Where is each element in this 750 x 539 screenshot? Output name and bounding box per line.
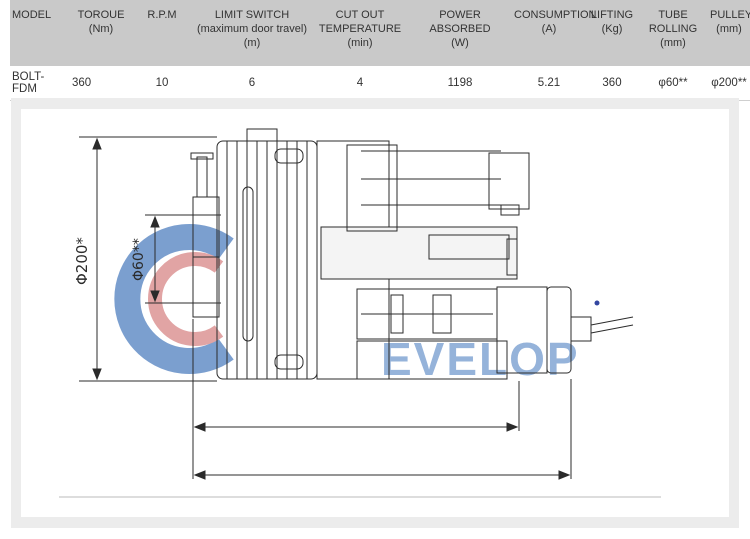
header-limit-switch: LIMIT SWITCH (maximum door travel) (m)	[192, 0, 312, 66]
adapter-stud	[196, 156, 208, 198]
header-model: MODEL	[10, 0, 70, 66]
cell-tube-rolling: φ60**	[638, 66, 708, 101]
cell-rpm: 10	[132, 66, 192, 101]
watermark-arc-blue	[114, 224, 234, 374]
header-consumption: CONSUMPTION (A)	[512, 0, 597, 66]
cell-lifting: 360	[586, 66, 638, 101]
motor-outline	[190, 128, 634, 380]
cell-pulley: φ200**	[708, 66, 750, 101]
cell-model: BOLT-FDM	[10, 66, 70, 101]
dimension-outer-label: Φ200*	[73, 237, 91, 285]
brake-housing	[346, 144, 398, 232]
brake-coil	[488, 152, 530, 210]
cell-consumption: 5.21	[512, 66, 586, 101]
spec-header-row: MODEL TOROUE (Nm) R.P.M LIMIT SWITCH (ma…	[10, 0, 750, 66]
spec-table: MODEL TOROUE (Nm) R.P.M LIMIT SWITCH (ma…	[10, 0, 750, 101]
limit-switch-body	[356, 340, 508, 380]
cell-cut-out-temperature: 4	[312, 66, 408, 101]
drawing-panel: EVELOP	[11, 98, 739, 528]
header-power-absorbed: POWER ABSORBED (W)	[408, 0, 512, 66]
motor-technical-drawing: EVELOP	[59, 128, 661, 498]
watermark-arc-red	[148, 252, 224, 346]
pulley-slot-top	[274, 148, 304, 164]
drawing-canvas: EVELOP	[21, 109, 729, 517]
indicator-dot	[594, 300, 600, 306]
dimension-inner-label: Φ60**	[131, 238, 147, 281]
header-lifting: LIFTING (Kg)	[586, 0, 638, 66]
cell-torque: 360	[70, 66, 132, 101]
control-label	[428, 234, 510, 260]
cell-limit-switch: 6	[192, 66, 312, 101]
pulley-bolt	[242, 186, 254, 342]
header-cut-out-temperature: CUT OUT TEMPERATURE (min)	[312, 0, 408, 66]
cable-gland	[570, 316, 592, 342]
watermark: EVELOP	[114, 224, 580, 385]
table-row: BOLT-FDM 360 10 6 4 1198 5.21 360 φ60** …	[10, 66, 750, 101]
cell-power-absorbed: 1198	[408, 66, 512, 101]
dimension-lines	[59, 136, 661, 498]
header-pulley: PULLEY (mm)	[708, 0, 750, 66]
pulley-top-lug	[246, 128, 278, 142]
header-torque: TOROUE (Nm)	[70, 0, 132, 66]
header-rpm: R.P.M	[132, 0, 192, 66]
watermark-text: EVELOP	[381, 333, 580, 385]
header-tube-rolling: TUBE ROLLING (mm)	[638, 0, 708, 66]
pulley-slot-bottom	[274, 354, 304, 370]
